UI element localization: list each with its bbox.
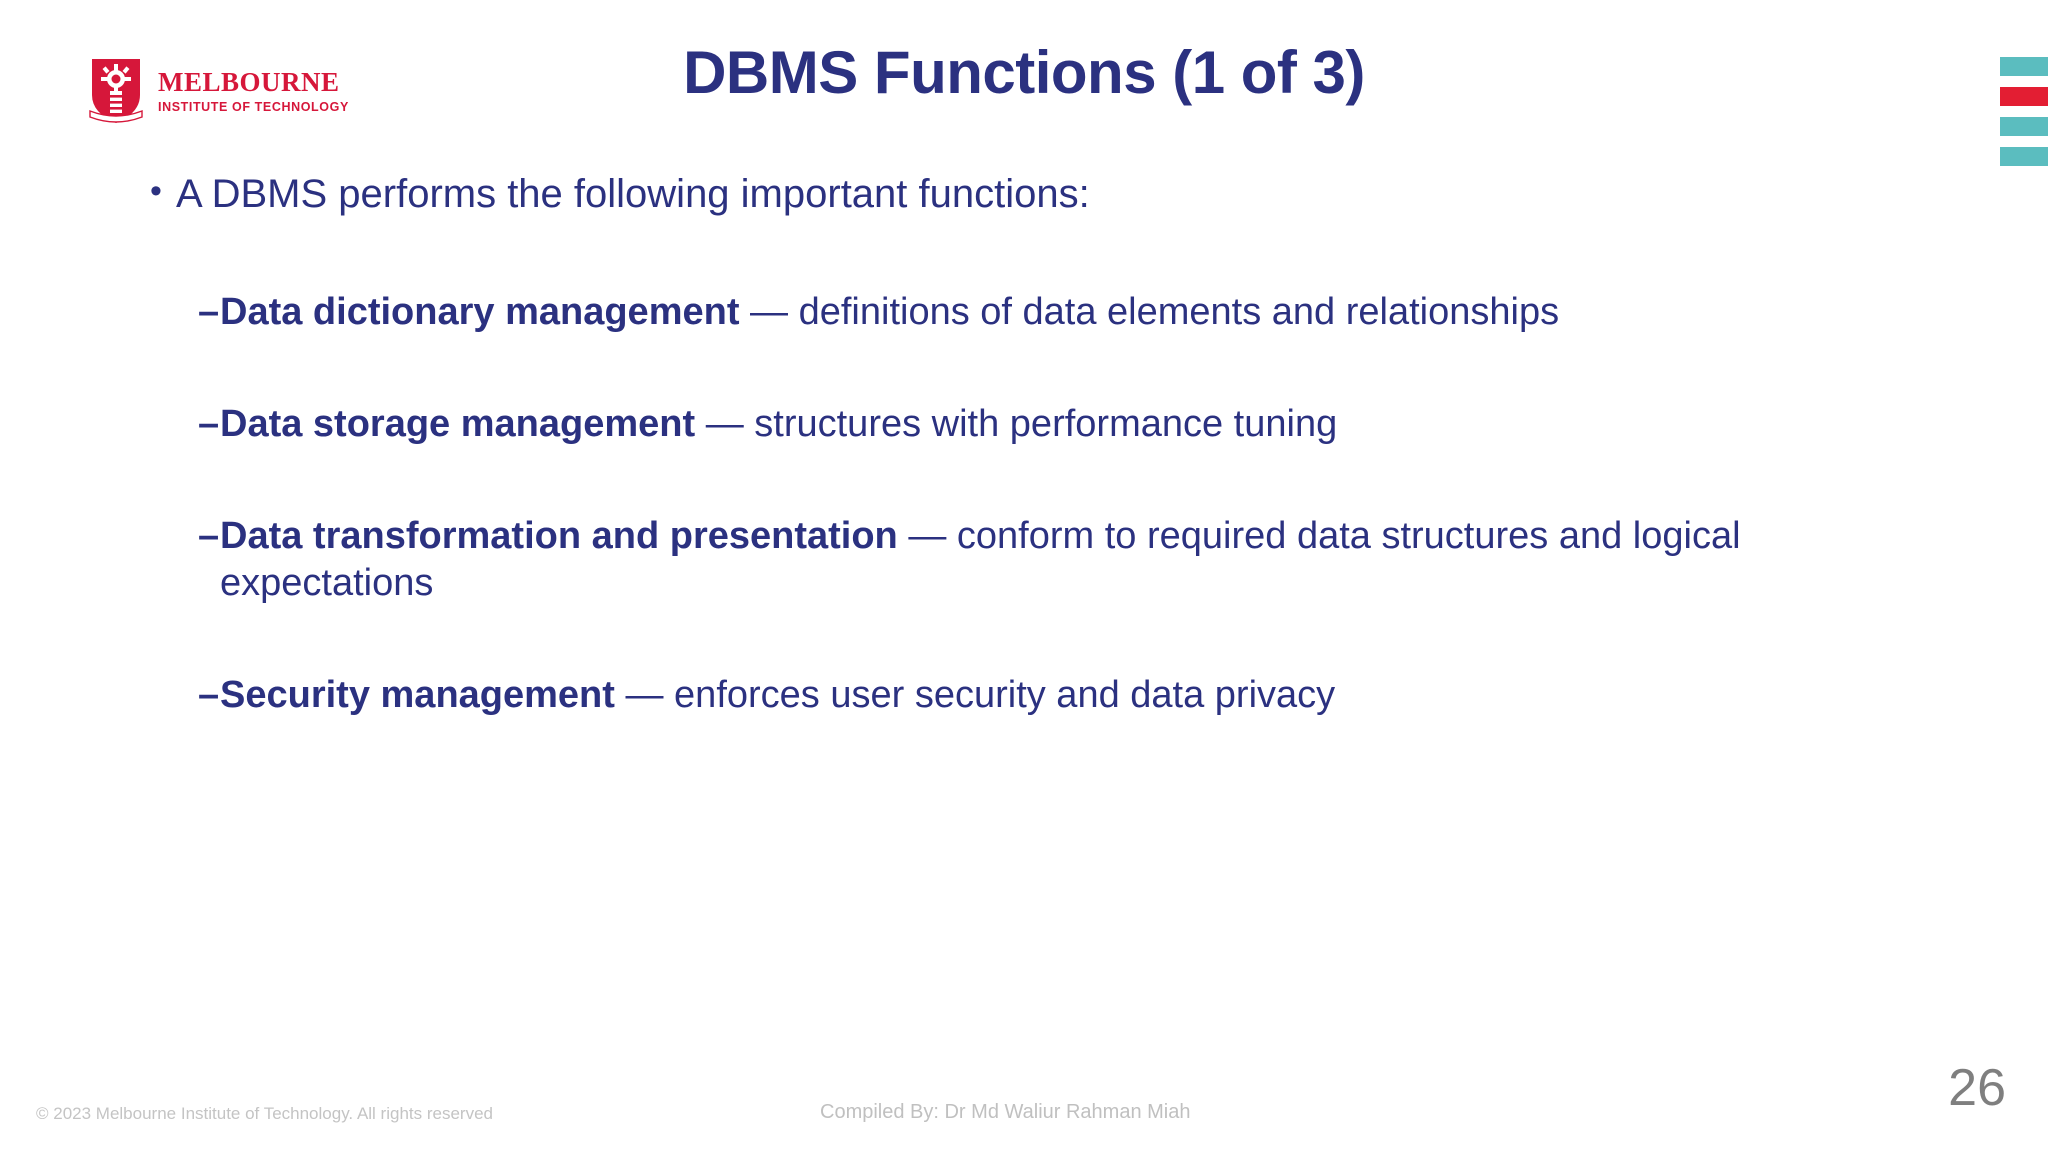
intro-bullet: • A DBMS performs the following importan…: [150, 170, 1980, 219]
list-item-content: Security management — enforces user secu…: [220, 672, 1920, 720]
dash-marker: –: [198, 402, 220, 445]
list-item-content: Data dictionary management — definitions…: [220, 289, 1920, 337]
list-item-term: Data dictionary management: [220, 290, 740, 333]
dash-marker: –: [198, 514, 220, 557]
list-item-description: definitions of data elements and relatio…: [798, 290, 1560, 333]
deco-bar-teal-3: [2000, 147, 2048, 166]
list-item-dash: —: [614, 674, 675, 717]
deco-bar-teal-2: [2000, 117, 2048, 136]
shield-crest-icon: [88, 55, 144, 127]
brand-logo: MELBOURNE INSTITUTE OF TECHNOLOGY: [88, 55, 349, 127]
list-item-description: conform to required data structures and …: [220, 514, 1741, 605]
list-item-dash: —: [739, 290, 799, 333]
decorative-bars: [2000, 57, 2048, 177]
list-item-dash: —: [695, 402, 755, 445]
compiled-by-text: Compiled By: Dr Md Waliur Rahman Miah: [820, 1101, 1191, 1123]
deco-bar-red: [2000, 87, 2048, 106]
list-item-term: Security management: [220, 674, 615, 717]
list-item-description: enforces user security and data privacy: [674, 674, 1336, 717]
brand-name: MELBOURNE: [158, 66, 340, 97]
function-list: – Data dictionary management — definitio…: [150, 289, 1980, 720]
deco-bar-teal-1: [2000, 57, 2048, 76]
list-item-content: Data transformation and presentation — c…: [220, 513, 1920, 609]
list-item: – Security management — enforces user se…: [198, 672, 1980, 720]
list-item-dash: —: [897, 514, 957, 557]
slide-body: • A DBMS performs the following importan…: [150, 170, 1980, 784]
brand-wordmark: MELBOURNE INSTITUTE OF TECHNOLOGY: [158, 66, 349, 114]
list-item: – Data storage management — structures w…: [198, 401, 1980, 449]
page-title: DBMS Functions (1 of 3): [683, 39, 1365, 106]
copyright-text: © 2023 Melbourne Institute of Technology…: [36, 1104, 493, 1123]
brand-subtitle: INSTITUTE OF TECHNOLOGY: [158, 99, 349, 114]
list-item-content: Data storage management — structures wit…: [220, 401, 1920, 449]
list-item: – Data transformation and presentation —…: [198, 513, 1980, 609]
list-item-term: Data transformation and presentation: [220, 514, 898, 557]
dash-marker: –: [198, 290, 220, 333]
list-item-term: Data storage management: [220, 402, 696, 445]
bullet-marker: •: [150, 172, 162, 210]
dash-marker: –: [198, 674, 220, 717]
page-number: 26: [1948, 1059, 2006, 1117]
list-item: – Data dictionary management — definitio…: [198, 289, 1980, 337]
list-item-description: structures with performance tuning: [754, 402, 1338, 445]
intro-bullet-text: A DBMS performs the following important …: [176, 172, 1090, 216]
